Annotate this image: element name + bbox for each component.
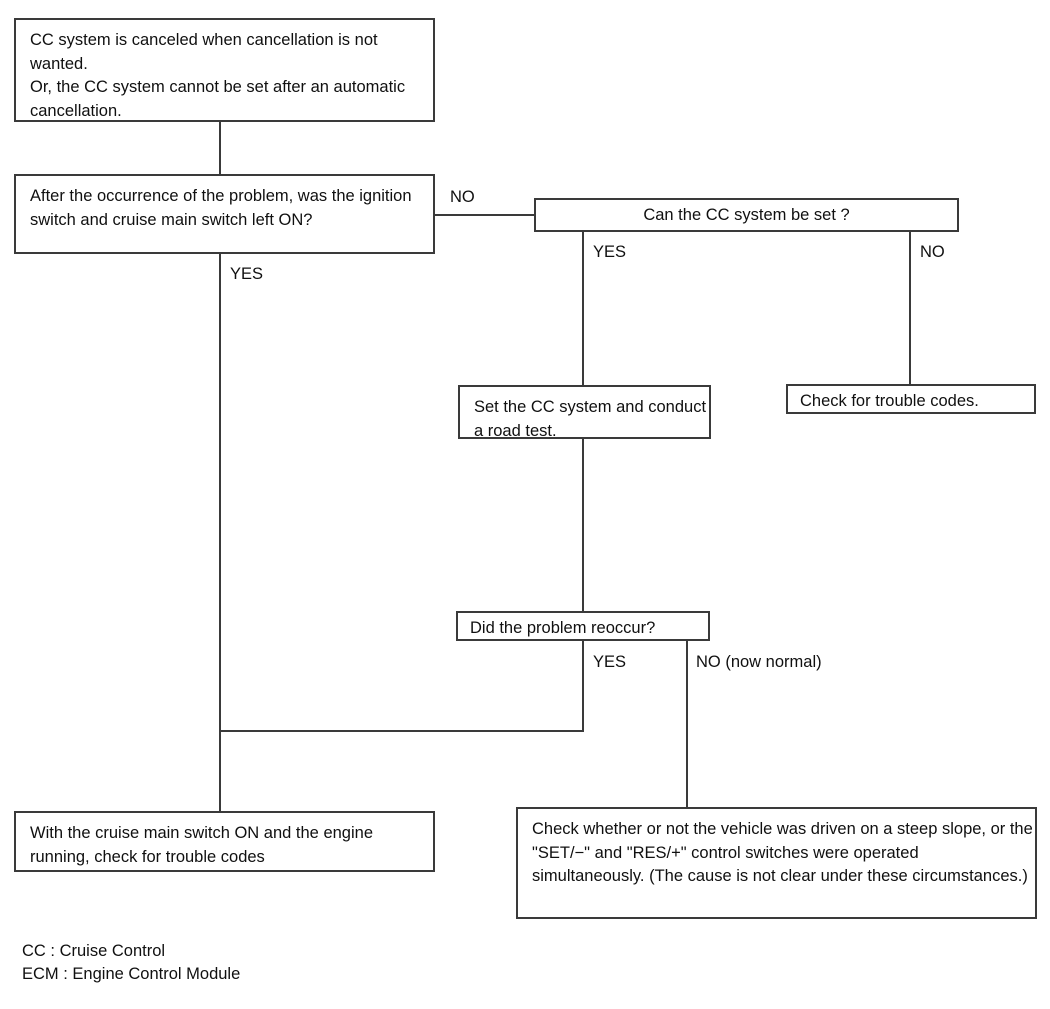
node-question-can-set-text: Can the CC system be set ? <box>643 206 850 224</box>
node-question-can-set: Can the CC system be set ? <box>534 198 959 232</box>
node-problem-statement: CC system is canceled when cancellation … <box>14 18 435 122</box>
node-question-reoccur: Did the problem reoccur? <box>456 611 710 641</box>
edge-label-canset-yes: YES <box>593 243 627 261</box>
connector-canset-no-vertical <box>909 232 911 385</box>
node-action-cruise-on-check-codes: With the cruise main switch ON and the e… <box>14 811 435 872</box>
node-action-set-road-test: Set the CC system and conduct a road tes… <box>458 385 711 440</box>
connector-reoccur-yes-horizontal <box>219 730 584 732</box>
node-action-set-road-test-text: Set the CC system and conduct a road tes… <box>474 398 707 440</box>
node-problem-statement-text: CC system is canceled when cancellation … <box>30 31 406 120</box>
node-action-check-trouble-codes-text: Check for trouble codes. <box>800 392 979 410</box>
edge-label-reoccur-yes: YES <box>593 653 627 671</box>
node-action-check-steep-slope: Check whether or not the vehicle was dri… <box>516 807 1037 919</box>
connector-ignition-no-horizontal <box>435 214 535 216</box>
node-question-reoccur-text: Did the problem reoccur? <box>470 619 656 637</box>
connector-reoccur-no-vertical <box>686 640 688 808</box>
connector-canset-yes-vertical <box>582 232 584 385</box>
node-question-ignition-text: After the occurrence of the problem, was… <box>30 187 412 229</box>
connector-roadtest-to-reoccur <box>582 439 584 613</box>
edge-label-ignition-yes: YES <box>230 265 264 283</box>
node-action-check-steep-slope-text: Check whether or not the vehicle was dri… <box>532 820 1033 885</box>
node-action-check-trouble-codes: Check for trouble codes. <box>786 384 1036 414</box>
node-action-cruise-on-check-codes-text: With the cruise main switch ON and the e… <box>30 824 373 866</box>
connector-problem-to-ignition <box>219 120 221 174</box>
edge-label-canset-no: NO <box>920 243 945 261</box>
connector-ignition-yes-vertical <box>219 254 221 812</box>
edge-label-ignition-no: NO <box>450 188 475 206</box>
node-question-ignition: After the occurrence of the problem, was… <box>14 174 435 254</box>
legend-abbreviations: CC : Cruise Control ECM : Engine Control… <box>22 942 241 983</box>
connector-reoccur-yes-vertical <box>582 640 584 732</box>
edge-label-reoccur-no: NO (now normal) <box>696 653 822 671</box>
